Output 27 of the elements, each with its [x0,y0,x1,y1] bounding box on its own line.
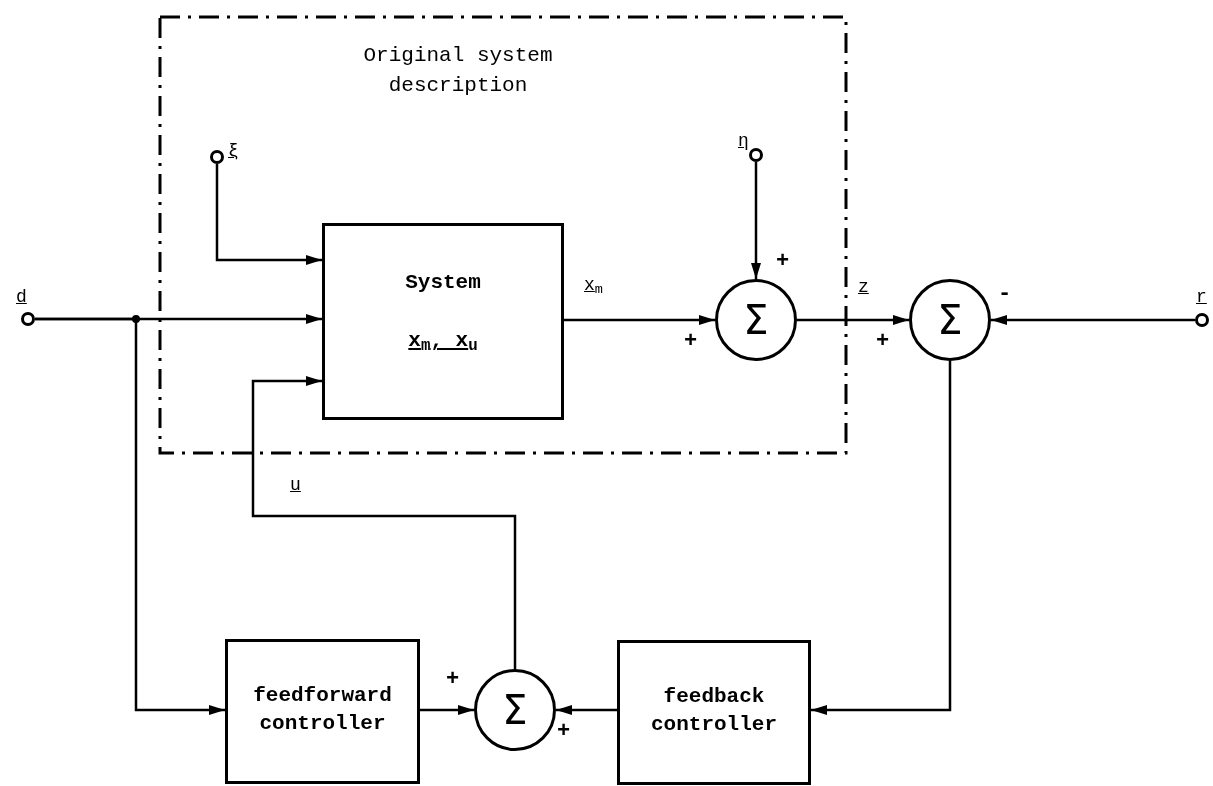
block-box: feedback controller [617,640,811,785]
block-box: feedforward controller [225,639,420,784]
signal-name: d [16,286,27,308]
signal-arrow [991,315,1195,325]
sign-label: + [776,250,790,274]
sign-label: + [557,720,571,744]
sign-label: + [446,668,460,692]
summing-junction: Σ [909,279,991,361]
group-title: Original system description [362,43,554,99]
signal-name: η [738,130,749,152]
signal-arrow [564,315,715,325]
signal-arrow [420,705,474,715]
sign-label: - [998,282,1012,306]
signal-arrow [797,315,909,325]
sign-label: + [684,330,698,354]
signal-name: ξ [228,140,239,162]
sign-label: + [876,330,890,354]
block-box: System x$_{m}$, x$_{u}$ [322,223,564,420]
signal-arrow [556,705,617,715]
signal-arrow [215,164,322,265]
signal-arrow [811,361,952,715]
signal-arrow [35,317,225,715]
summing-junction: Σ [474,669,556,751]
signal-arrow [751,162,761,279]
summing-junction: Σ [715,279,797,361]
signal-arrow [251,376,517,669]
signal-name: r [1196,286,1207,308]
